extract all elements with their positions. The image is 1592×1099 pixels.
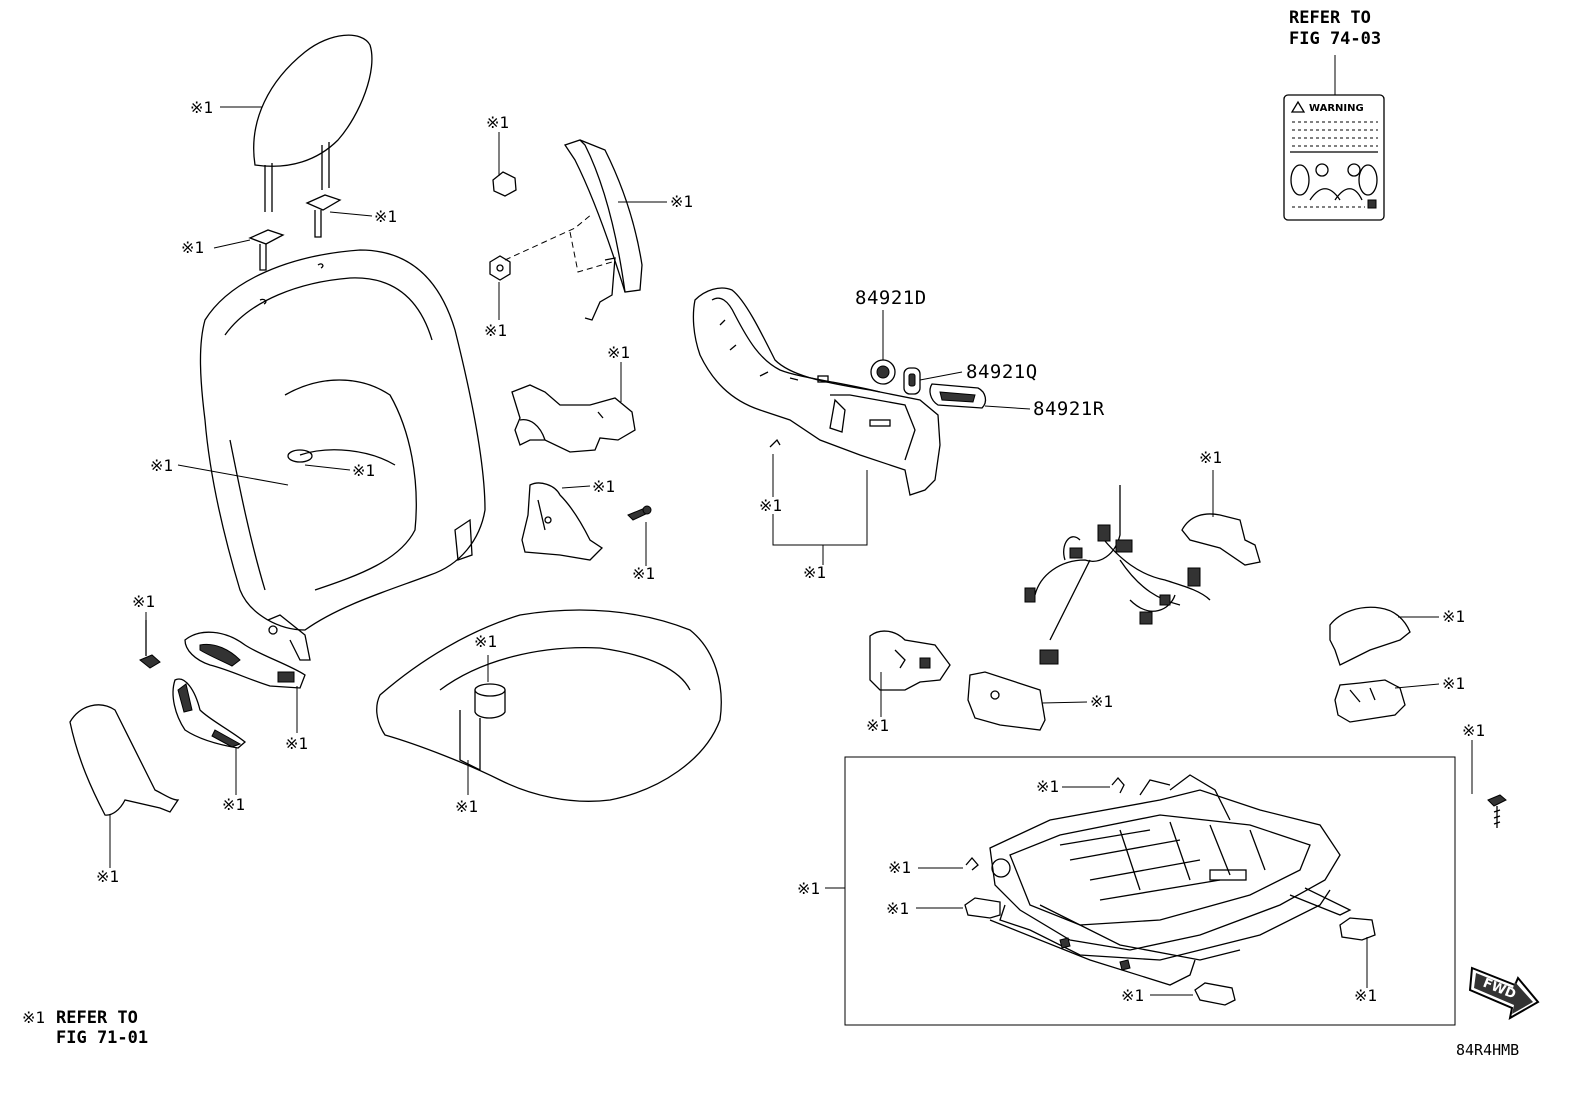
- mark-label: ※1: [374, 207, 397, 226]
- mark-label: ※1: [797, 879, 820, 898]
- headrest-guide-right[interactable]: [305, 194, 342, 238]
- mark-label: ※1: [484, 321, 507, 340]
- seat-side-bracket[interactable]: [869, 630, 951, 691]
- back-board-nut-bottom[interactable]: [489, 255, 511, 281]
- cover-bracket-upper[interactable]: [511, 384, 636, 453]
- seat-back-cushion[interactable]: [199, 249, 486, 661]
- mark-label: ※1: [592, 477, 615, 496]
- switch-knob-84921q[interactable]: [903, 367, 921, 395]
- mark-label: ※1: [455, 797, 478, 816]
- mark-label: ※1: [96, 867, 119, 886]
- mark-label: ※1: [150, 456, 173, 475]
- frame-clip-left[interactable]: [965, 857, 979, 871]
- frame-clip-top[interactable]: [1111, 777, 1125, 794]
- mark-label: ※1: [474, 632, 497, 651]
- mark-label: ※1: [285, 734, 308, 753]
- refer-top-line2: FIG 74-03: [1289, 29, 1381, 49]
- cover-right-upper[interactable]: [1181, 513, 1261, 566]
- mark-label: ※1: [1354, 986, 1377, 1005]
- recliner-cover[interactable]: [172, 678, 247, 749]
- mark-label: ※1: [181, 238, 204, 257]
- switch-knob-84921r[interactable]: [929, 383, 987, 409]
- track-cover-rear[interactable]: [1194, 982, 1236, 1006]
- part-number-84921q[interactable]: 84921Q: [966, 361, 1038, 383]
- clip-small[interactable]: [769, 438, 781, 448]
- headrest-guide-left[interactable]: [248, 229, 285, 271]
- cover-bracket-lower[interactable]: [521, 482, 604, 561]
- mark-label: ※1: [1090, 692, 1113, 711]
- bolt-small[interactable]: [139, 620, 161, 669]
- mark-label: ※1: [866, 716, 889, 735]
- side-plate[interactable]: [967, 671, 1046, 731]
- mark-label: ※1: [803, 563, 826, 582]
- back-board-panel[interactable]: [563, 139, 643, 321]
- mark-label: ※1: [352, 461, 375, 480]
- part-number-84921r[interactable]: 84921R: [1033, 398, 1105, 420]
- headrest[interactable]: [253, 34, 373, 212]
- warning-label[interactable]: WARNING: [1283, 94, 1385, 221]
- mark-label: ※1: [607, 343, 630, 362]
- part-number-84921d[interactable]: 84921D: [855, 287, 927, 309]
- side-shield-left[interactable]: [69, 704, 180, 816]
- mark-label: ※1: [222, 795, 245, 814]
- diagram-code: 84R4HMB: [1456, 1041, 1519, 1059]
- refer-top-line1: REFER TO: [1289, 8, 1371, 28]
- seat-frame-assembly[interactable]: [989, 774, 1352, 986]
- mark-label: ※1: [670, 192, 693, 211]
- switch-knob-84921d[interactable]: [870, 359, 896, 385]
- refer-bottom-line2: FIG 71-01: [56, 1028, 148, 1048]
- mark-label: ※1: [1036, 777, 1059, 796]
- mark-label: ※1: [1199, 448, 1222, 467]
- mark-label: ※1: [486, 113, 509, 132]
- cover-right-rail[interactable]: [1334, 679, 1406, 723]
- bolt-right[interactable]: [1487, 794, 1507, 828]
- legend-mark: ※1: [22, 1008, 45, 1027]
- mark-label: ※1: [886, 899, 909, 918]
- seat-frame-box: [844, 756, 1456, 1026]
- track-cover-front-left[interactable]: [964, 897, 1001, 919]
- screw-small[interactable]: [627, 505, 652, 521]
- seat-cushion[interactable]: [376, 609, 722, 802]
- mark-label: ※1: [1462, 721, 1485, 740]
- refer-bottom-line1: REFER TO: [56, 1008, 138, 1028]
- track-cover-right[interactable]: [1339, 917, 1376, 941]
- fwd-arrow-icon: FWD: [1468, 966, 1540, 1020]
- mark-label: ※1: [632, 564, 655, 583]
- mark-label: ※1: [132, 592, 155, 611]
- mark-label: ※1: [1442, 674, 1465, 693]
- back-board-nut-top[interactable]: [492, 171, 517, 197]
- mark-label: ※1: [1442, 607, 1465, 626]
- cover-right-lower[interactable]: [1329, 606, 1411, 666]
- seat-side-cover[interactable]: [692, 287, 941, 496]
- recliner-bracket[interactable]: [184, 631, 306, 689]
- wire-harness[interactable]: [1024, 485, 1211, 665]
- mark-label: ※1: [190, 98, 213, 117]
- warning-label-title: WARNING: [1309, 103, 1364, 114]
- mark-label: ※1: [1121, 986, 1144, 1005]
- mark-label: ※1: [759, 496, 782, 515]
- mark-label: ※1: [888, 858, 911, 877]
